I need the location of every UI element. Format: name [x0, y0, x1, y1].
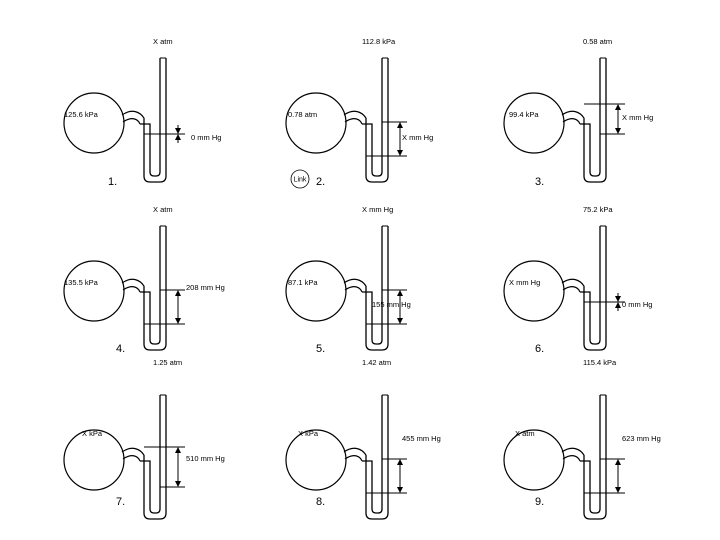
bulb-neck-outer	[121, 447, 145, 456]
u-tube-inner	[580, 226, 601, 345]
problem-number: 8.	[316, 496, 325, 508]
manometer-panel-2: 112.8 kPa 0.78 atm X mm Hg 2.	[285, 37, 433, 188]
bulb-neck-inner	[562, 118, 581, 125]
bulb-neck-outer	[343, 447, 367, 456]
gas-bulb	[285, 92, 347, 154]
gas-bulb	[285, 429, 347, 491]
open-end-pressure-label: 1.42 atm	[362, 358, 391, 367]
manometer-panel-5: X mm Hg 87.1 kPa 155 mm Hg 5.	[285, 205, 411, 355]
gas-pressure-label: 135.5 kPa	[64, 278, 99, 287]
height-difference-label: X mm Hg	[402, 133, 433, 142]
u-tube-inner	[362, 226, 383, 345]
u-tube-outer	[583, 226, 607, 351]
link-button[interactable]: Link	[290, 169, 310, 189]
open-end-pressure-label: 1.25 atm	[153, 358, 182, 367]
bulb-neck-outer	[121, 110, 145, 119]
u-tube-inner	[140, 226, 161, 345]
gas-pressure-label: X kPa	[82, 429, 103, 438]
bulb-neck-inner	[562, 455, 581, 462]
height-difference-label: X mm Hg	[622, 113, 653, 122]
height-difference-label: 0 mm Hg	[191, 133, 221, 142]
u-tube-inner	[580, 395, 601, 514]
problem-number: 4.	[116, 343, 125, 355]
bulb-neck-inner	[122, 286, 141, 293]
height-difference-label: 155 mm Hg	[372, 300, 411, 309]
bulb-neck-inner	[562, 286, 581, 293]
bulb-neck-inner	[344, 455, 363, 462]
open-end-pressure-label: X atm	[153, 37, 173, 46]
gas-bulb	[503, 92, 565, 154]
u-tube-outer	[143, 58, 167, 183]
bulb-neck-outer	[561, 110, 585, 119]
open-end-pressure-label: 115.4 kPa	[583, 358, 617, 367]
problem-number: 7.	[116, 496, 125, 508]
manometer-panel-9: 115.4 kPa X atm 623 mm Hg 9.	[503, 358, 661, 520]
height-difference-label: 623 mm Hg	[622, 434, 661, 443]
bulb-neck-inner	[344, 118, 363, 125]
link-button-label[interactable]: Link	[294, 177, 307, 184]
height-difference-label: 510 mm Hg	[186, 454, 225, 463]
u-tube-outer	[143, 395, 167, 520]
open-end-pressure-label: X mm Hg	[362, 205, 393, 214]
bulb-neck-outer	[121, 278, 145, 287]
gas-bulb	[285, 260, 347, 322]
open-end-pressure-label: X atm	[153, 205, 173, 214]
open-end-pressure-label: 112.8 kPa	[362, 37, 396, 46]
u-tube-inner	[362, 395, 383, 514]
height-difference-label: 208 mm Hg	[186, 283, 225, 292]
height-difference-label: 0 mm Hg	[622, 300, 652, 309]
height-difference-label: 455 mm Hg	[402, 434, 441, 443]
gas-bulb	[63, 260, 125, 322]
problem-number: 5.	[316, 343, 325, 355]
u-tube-outer	[583, 58, 607, 183]
bulb-neck-outer	[343, 278, 367, 287]
manometer-panel-6: 75.2 kPa X mm Hg 0 mm Hg 6.	[503, 205, 652, 355]
manometer-panel-3: 0.58 atm 99.4 kPa X mm Hg 3.	[503, 37, 653, 188]
gas-bulb	[63, 92, 125, 154]
bulb-neck-outer	[561, 447, 585, 456]
manometer-panel-7: 1.25 atm X kPa 510 mm Hg 7.	[63, 358, 225, 520]
bulb-neck-inner	[122, 455, 141, 462]
u-tube-outer	[365, 58, 389, 183]
problem-number: 6.	[535, 343, 544, 355]
bulb-neck-inner	[344, 286, 363, 293]
gas-pressure-label: 99.4 kPa	[509, 110, 539, 119]
bulb-neck-outer	[561, 278, 585, 287]
link-button-circle[interactable]	[290, 169, 310, 189]
u-tube-inner	[140, 58, 161, 177]
u-tube-outer	[365, 395, 389, 520]
gas-bulb	[63, 429, 125, 491]
gas-pressure-label: X mm Hg	[509, 278, 540, 287]
problem-number: 2.	[316, 176, 325, 188]
gas-bulb	[503, 429, 565, 491]
gas-pressure-label: X atm	[515, 429, 535, 438]
manometer-panel-8: 1.42 atm X kPa 455 mm Hg 8.	[285, 358, 441, 520]
bulb-neck-outer	[343, 110, 367, 119]
u-tube-inner	[362, 58, 383, 177]
problem-number: 9.	[535, 496, 544, 508]
u-tube-inner	[580, 58, 601, 177]
manometer-panel-1: X atm 125.6 kPa 0 mm Hg 1.	[63, 37, 221, 188]
gas-pressure-label: 87.1 kPa	[288, 278, 318, 287]
gas-pressure-label: 0.78 atm	[288, 110, 317, 119]
manometer-panel-4: X atm 135.5 kPa 208 mm Hg 4.	[63, 205, 225, 355]
u-tube-outer	[365, 226, 389, 351]
gas-pressure-label: 125.6 kPa	[64, 110, 99, 119]
problem-number: 3.	[535, 176, 544, 188]
open-end-pressure-label: 0.58 atm	[583, 37, 612, 46]
problem-number: 1.	[108, 176, 117, 188]
u-tube-outer	[143, 226, 167, 351]
open-end-pressure-label: 75.2 kPa	[583, 205, 613, 214]
gas-pressure-label: X kPa	[298, 429, 319, 438]
u-tube-inner	[140, 395, 161, 514]
u-tube-outer	[583, 395, 607, 520]
bulb-neck-inner	[122, 118, 141, 125]
gas-bulb	[503, 260, 565, 322]
